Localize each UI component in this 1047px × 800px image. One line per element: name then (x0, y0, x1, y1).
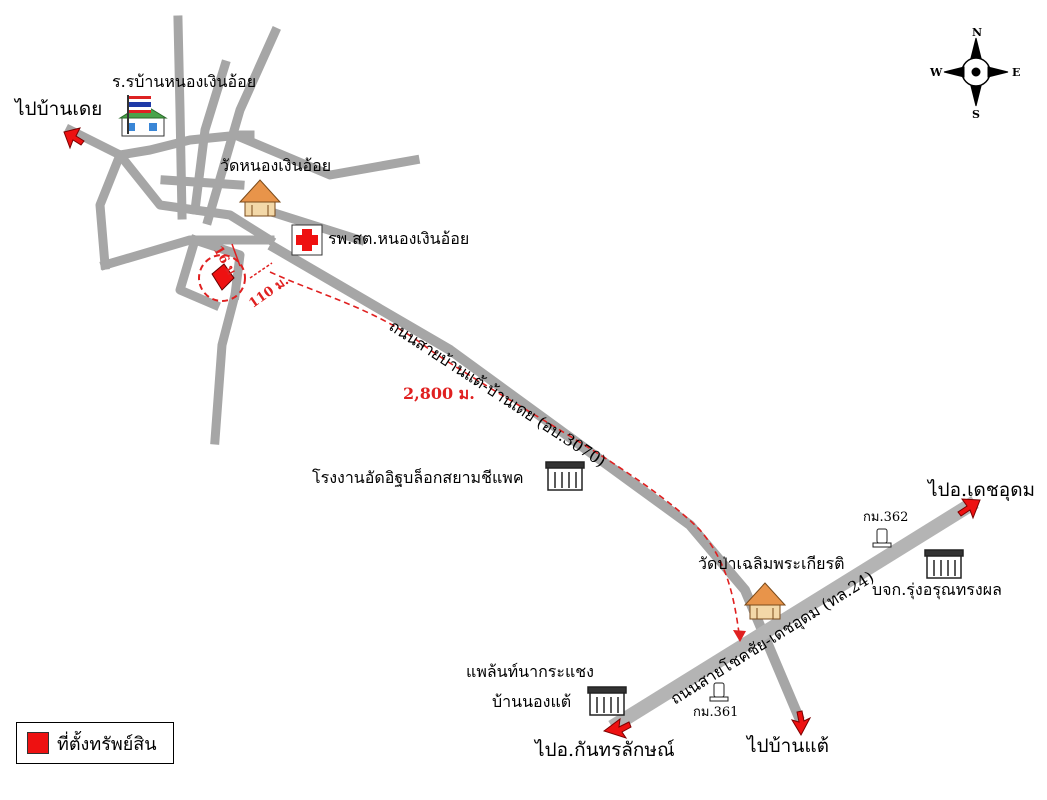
factory-icon (545, 461, 585, 491)
label-temple-pa: วัดป่าเฉลิมพระเกียรติ (698, 554, 845, 573)
km-marker-361-icon (709, 682, 729, 702)
temple-pa-icon (743, 582, 787, 620)
property-radius (198, 254, 246, 302)
label-school: ร.รบ้านหนองเงินอ้อย (112, 72, 257, 91)
compass-e: E (1012, 66, 1021, 79)
label-plant-line1: แพล้นท์นากระแชง (466, 662, 594, 681)
arrow-ban-tae-icon (790, 710, 812, 737)
direction-arrows (63, 127, 981, 739)
compass-icon (943, 37, 1009, 107)
label-hospital: รพ.สต.หนองเงินอ้อย (328, 229, 470, 248)
label-dist-2800: 2,800 ม. (403, 384, 475, 403)
factory-company-icon (924, 549, 964, 579)
label-to-det-udom: ไปอ.เดชอุดม (928, 479, 1036, 501)
compass-n: N (972, 26, 983, 39)
measure-110 (249, 262, 273, 279)
property-marker-icon (211, 263, 235, 291)
label-factory: โรงงานอัดอิฐบล็อกสยามชีแพค (312, 468, 524, 487)
km-marker-icon (872, 528, 892, 548)
label-plant-line2: บ้านนองแต้ (492, 692, 572, 711)
label-to-ban-doei: ไปบ้านเดย (15, 98, 103, 120)
label-km362: กม.362 (863, 510, 909, 525)
label-temple-nongngoen: วัดหนองเงินอ้อย (220, 156, 332, 175)
temple-icon (238, 179, 282, 217)
label-to-ban-tae: ไปบ้านแต้ (747, 735, 829, 757)
arrow-det-udom-icon (957, 498, 981, 520)
arrow-kanthararak-icon (602, 717, 632, 739)
highway-road (608, 496, 979, 733)
route-arrow-icon (733, 630, 746, 642)
legend: ที่ตั้งทรัพย์สิน (16, 722, 174, 764)
compass-s: S (972, 108, 980, 121)
legend-swatch (27, 732, 49, 754)
thai-flag-icon (129, 96, 151, 113)
arrow-ban-doei-icon (63, 127, 85, 150)
label-to-kanthararak: ไปอ.กันทรลักษณ์ (535, 739, 675, 761)
hospital-cross-icon (291, 224, 323, 256)
compass-w: W (930, 66, 943, 79)
measure-16 (231, 243, 241, 267)
route-path (269, 271, 741, 641)
village-roads (63, 15, 421, 445)
label-km361: กม.361 (693, 705, 739, 720)
factory-plant-icon (587, 686, 627, 716)
legend-label: ที่ตั้งทรัพย์สิน (57, 733, 157, 755)
label-company: บจก.รุ่งอรุณทรงผล (872, 580, 1002, 599)
